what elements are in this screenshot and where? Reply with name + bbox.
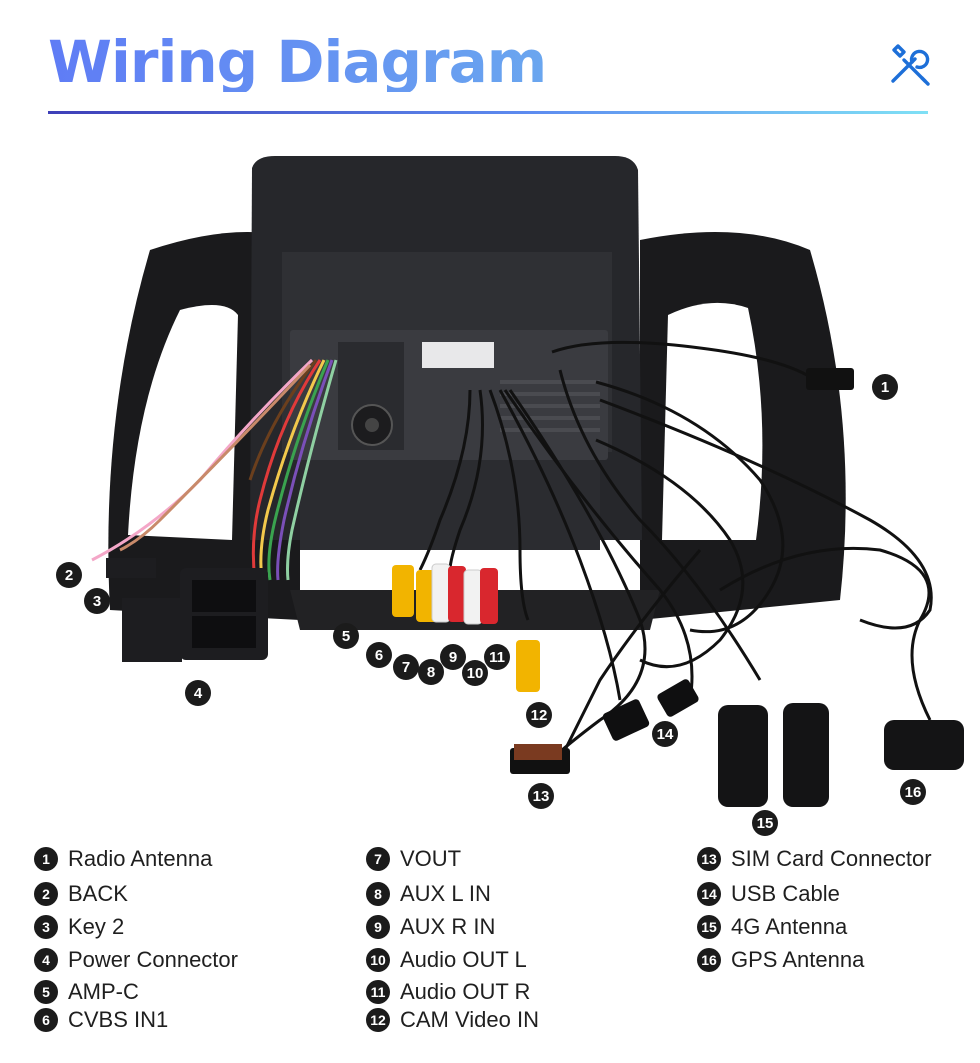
callout-10: 10 [462, 660, 488, 686]
callout-11: 11 [484, 644, 510, 670]
legend-number: 5 [34, 980, 58, 1004]
gps-antenna [884, 720, 964, 770]
usb-plugs [602, 679, 699, 741]
power-connector [106, 558, 268, 662]
page-title: Wiring Diagram [48, 22, 546, 92]
legend-item: 16 GPS Antenna [697, 945, 864, 975]
callout-14: 14 [652, 721, 678, 747]
legend-number: 16 [697, 948, 721, 972]
callout-15: 15 [752, 810, 778, 836]
legend-item: 14 USB Cable [697, 879, 840, 909]
head-unit-housing [250, 156, 642, 550]
legend-label: Radio Antenna [68, 846, 213, 871]
title-underline [48, 111, 928, 114]
callout-2: 2 [56, 562, 82, 588]
4g-antennas [718, 703, 829, 807]
legend-label: CAM Video IN [400, 1007, 539, 1032]
callout-6: 6 [366, 642, 392, 668]
legend-number: 13 [697, 847, 721, 871]
legend-item: 9 AUX R IN [366, 912, 495, 942]
sim-card-connector [510, 744, 570, 774]
callout-8: 8 [418, 659, 444, 685]
legend-label: USB Cable [731, 881, 840, 906]
legend-number: 12 [366, 1008, 390, 1032]
radio-antenna-plug [806, 368, 854, 390]
legend-number: 14 [697, 882, 721, 906]
legend-label: AMP-C [68, 979, 139, 1004]
rca-plugs [392, 563, 540, 692]
legend-number: 11 [366, 980, 390, 1004]
legend-label: GPS Antenna [731, 947, 865, 972]
legend-item: 3 Key 2 [34, 912, 124, 942]
callout-4: 4 [185, 680, 211, 706]
callout-16: 16 [900, 779, 926, 805]
legend-number: 4 [34, 948, 58, 972]
legend-label: AUX L IN [400, 881, 491, 906]
legend-item: 15 4G Antenna [697, 912, 847, 942]
wrench-screwdriver-icon [891, 44, 930, 86]
callout-13: 13 [528, 783, 554, 809]
colored-wire-loom [91, 358, 338, 581]
legend-label: AUX R IN [400, 914, 496, 939]
callout-1: 1 [872, 374, 898, 400]
legend-label: CVBS IN1 [68, 1007, 169, 1032]
legend-label: 4G Antenna [731, 914, 848, 939]
legend-item: 1 Radio Antenna [34, 844, 212, 874]
legend-label: SIM Card Connector [731, 846, 932, 871]
legend-number: 10 [366, 948, 390, 972]
legend-label: Key 2 [68, 914, 125, 939]
legend-number: 15 [697, 915, 721, 939]
legend-number: 1 [34, 847, 58, 871]
legend-item: 7 VOUT [366, 844, 461, 874]
callout-3: 3 [84, 588, 110, 614]
legend-label: Power Connector [68, 947, 238, 972]
head-unit-wiring-illustration [91, 156, 964, 807]
legend-label: BACK [68, 881, 128, 906]
legend-item: 12 CAM Video IN [366, 1005, 539, 1035]
legend-number: 2 [34, 882, 58, 906]
legend-number: 7 [366, 847, 390, 871]
legend-item: 8 AUX L IN [366, 879, 491, 909]
legend-item: 5 AMP-C [34, 977, 139, 1007]
callout-9: 9 [440, 644, 466, 670]
callout-7: 7 [393, 654, 419, 680]
legend-item: 2 BACK [34, 879, 128, 909]
legend-item: 6 CVBS IN1 [34, 1005, 168, 1035]
legend-item: 4 Power Connector [34, 945, 238, 975]
legend-number: 6 [34, 1008, 58, 1032]
legend-number: 8 [366, 882, 390, 906]
legend-label: Audio OUT L [400, 947, 527, 972]
legend: 1 Radio Antenna 2 BACK 3 Key 2 4 Power C… [0, 840, 980, 1050]
legend-label: VOUT [400, 846, 462, 871]
legend-number: 3 [34, 915, 58, 939]
callout-5: 5 [333, 623, 359, 649]
callout-12: 12 [526, 702, 552, 728]
cable-bundle [418, 340, 933, 772]
legend-item: 13 SIM Card Connector [697, 844, 932, 874]
legend-label: Audio OUT R [400, 979, 531, 1004]
legend-item: 11 Audio OUT R [366, 977, 530, 1007]
legend-item: 10 Audio OUT L [366, 945, 527, 975]
legend-number: 9 [366, 915, 390, 939]
